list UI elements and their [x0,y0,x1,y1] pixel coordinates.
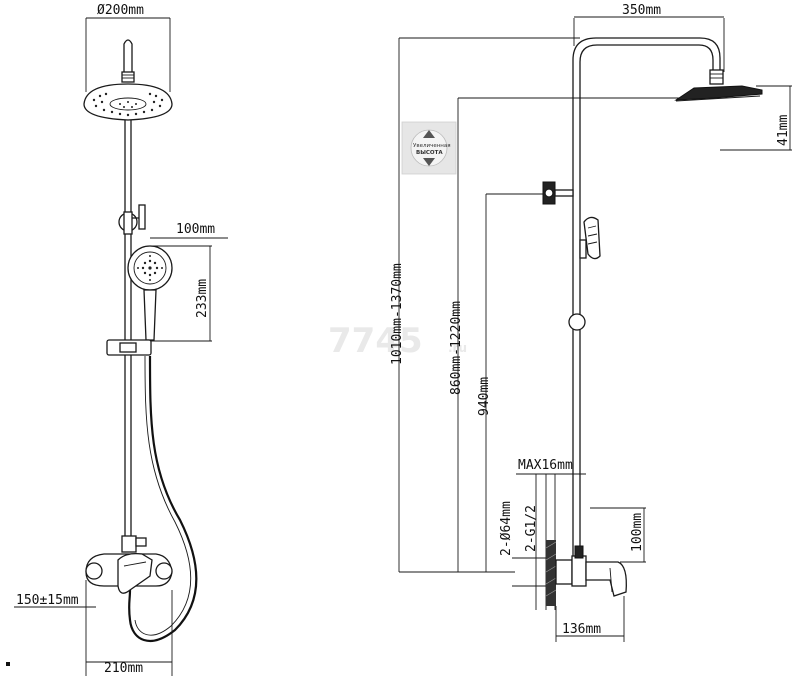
hand-shower-side [579,216,601,260]
mixer-width-dimension: 210mm [85,590,173,676]
increased-height-badge: Увеличенная ВЫСОТА [401,121,457,175]
head-thickness-label: 41mm [776,115,791,146]
head-diameter-label: Ø200mm [97,3,144,18]
mixer-front [85,552,173,594]
fitting-dimensions: 2-Ø64mm 2-G1/2 [499,501,548,587]
height-dimension-lines: 1010mm-1370mm 860mm-1220mm 940mm [390,37,686,573]
wall-max-label: MAX16mm [518,458,573,473]
watermark: 7745 .ru [328,321,467,361]
corner-mark [6,662,10,666]
inlet-spacing-dimension: 150±15mm [14,580,96,612]
hand-shower-dimensions: 100mm 233mm [150,222,228,342]
hand-shower-width-label: 100mm [176,222,215,237]
slide-holder-side [568,313,586,331]
head-reach-dimension: 350mm [573,3,725,72]
front-view: Ø200mm [14,3,228,676]
spout-length-label: 136mm [562,622,601,637]
wall-bracket-side [542,181,574,205]
mixer-width-label: 210mm [104,661,143,676]
wall-bracket-front [118,204,146,235]
mixer-side [555,545,627,597]
hose-front [128,355,198,642]
wall-section [545,540,557,606]
badge-line2: ВЫСОТА [416,150,443,156]
wall-thickness-annotation: MAX16mm [516,458,586,610]
rain-head-side [674,85,763,102]
thread-label: 2-G1/2 [524,505,539,552]
head-thickness-dimension: 41mm [720,85,792,151]
badge-line1: Увеличенная [413,143,451,149]
riser-column-front [124,120,132,540]
spout-length-dimension: 136mm [555,596,625,642]
watermark-suffix: .ru [448,341,467,355]
watermark-text: 7745 [328,321,423,361]
head-reach-label: 350mm [622,3,661,18]
inlet-spacing-label: 150±15mm [16,593,79,608]
spout-height-dimension: 100mm [590,507,646,563]
head-diameter-dimension: Ø200mm [85,3,171,92]
diverter-front [121,535,147,553]
slide-holder-front [106,339,152,356]
side-view: 350mm 1010mm-1370mm 860mm-1220mm 940mm У… [390,3,792,642]
hand-shower-front [127,245,173,341]
head-height-label: 860mm-1220mm [449,301,464,395]
spout-height-label: 100mm [630,513,645,552]
rain-head-front [83,83,173,121]
hand-shower-height-label: 233mm [195,279,210,318]
fitting-diameter-label: 2-Ø64mm [499,501,514,556]
shower-arm-front [121,39,135,83]
total-height-label: 1010mm-1370mm [390,263,405,365]
bracket-height-label: 940mm [477,377,492,416]
riser-column-side [572,37,724,570]
